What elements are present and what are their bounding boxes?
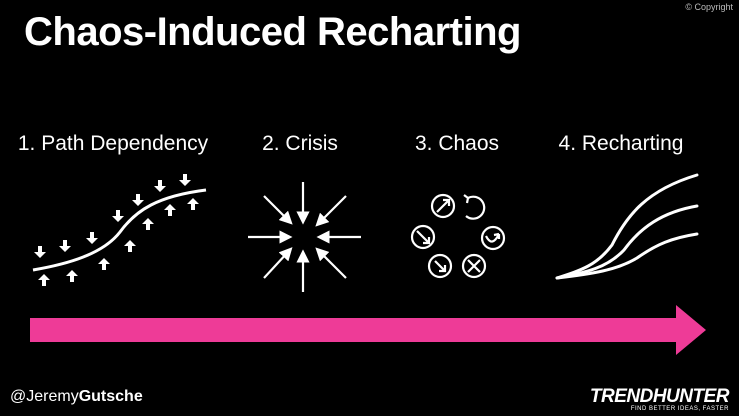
page-title: Chaos-Induced Recharting	[24, 10, 521, 54]
step-1-label: 1. Path Dependency	[17, 132, 209, 155]
handle-prefix: @Jeremy	[10, 388, 79, 405]
step-2-label: 2. Crisis	[262, 132, 338, 155]
path-dependency-icon	[32, 174, 207, 286]
recharting-curves-icon	[555, 173, 699, 280]
brand-name: TRENDHUNTER	[589, 386, 730, 407]
chaos-circles-icon	[410, 193, 506, 279]
progress-arrow	[30, 305, 706, 355]
copyright-notice: © Copyright	[685, 2, 733, 12]
step-4-label: 4. Recharting	[558, 132, 684, 155]
author-handle: @JeremyGutsche	[10, 388, 143, 406]
brand-logo: TRENDHUNTER FIND BETTER IDEAS, FASTER	[589, 386, 730, 412]
step-3-label: 3. Chaos	[414, 132, 500, 155]
crisis-arrows-icon	[248, 182, 361, 292]
handle-bold: Gutsche	[78, 388, 143, 405]
brand-tagline: FIND BETTER IDEAS, FASTER	[630, 406, 729, 412]
